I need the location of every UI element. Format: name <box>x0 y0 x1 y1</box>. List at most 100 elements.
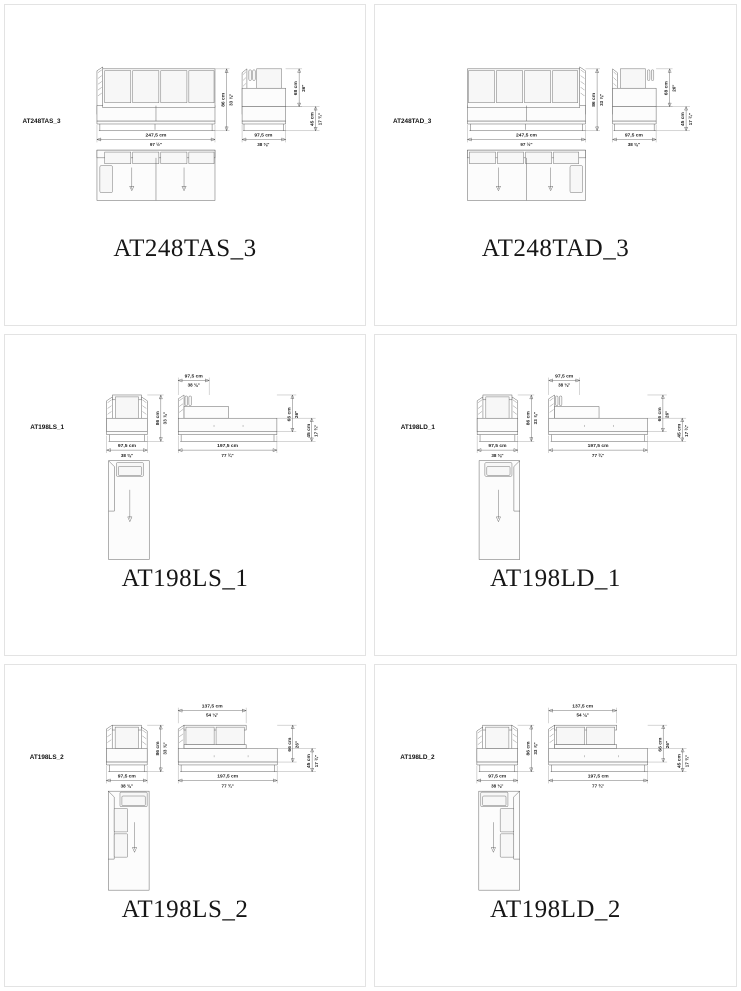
product-code-label: AT198LD_2 <box>400 754 435 761</box>
product-panel-at248tad-3[interactable]: AT248TAD_3 <box>374 4 737 326</box>
height-cm-label: 86 cm <box>525 741 531 756</box>
product-code-label: AT198LD_1 <box>401 424 436 431</box>
dimension-height: 86 cm 33 ⅞" <box>214 68 233 132</box>
top-in-label: 38 ⅜" <box>188 382 200 387</box>
dimension-top: 97,5 cm 38 ⅜" <box>548 374 581 395</box>
product-code-label: AT198LS_1 <box>30 424 64 431</box>
length-cm-label: 197,5 cm <box>588 443 609 449</box>
seat-height-cm-label: 45 cm <box>306 753 312 768</box>
direction-arrow <box>132 822 137 853</box>
dimension-width: 247,5 cm 97 ½" <box>467 124 586 147</box>
dimension-length: 197,5 cm 77 ¾" <box>548 765 649 788</box>
dimension-height: 86 cm 33 ⅞" <box>585 68 604 132</box>
length-in-label: 77 ¾" <box>592 782 604 788</box>
dimension-back-height: 66 cm 26" 45 cm 17 ¾" <box>277 724 319 773</box>
back-height-in-label: 26" <box>665 741 670 748</box>
height-cm-label: 86 cm <box>155 411 161 426</box>
technical-drawing-at198ld-1: AT198LD_1 97,5 cm 38 ⅜" <box>375 335 736 585</box>
back-height-cm-label: 66 cm <box>286 407 292 422</box>
panel-caption: AT198LS_2 <box>121 896 249 924</box>
depth-in-label: 38 ⅜" <box>628 142 640 147</box>
plan-view <box>478 460 520 560</box>
dimension-length: 197,5 cm 77 ¾" <box>548 435 648 458</box>
dimension-depth: 97,5 cm 38 ⅜" <box>612 124 657 147</box>
seat-height-in-label: 17 ¾" <box>683 755 689 767</box>
back-height-in-label: 26" <box>301 85 306 92</box>
width-cm-label: 247,5 cm <box>516 133 537 139</box>
product-code-label: AT248TAS_3 <box>22 118 60 125</box>
seat-height-cm-label: 45 cm <box>306 423 312 438</box>
direction-arrow <box>496 167 501 192</box>
direction-arrow <box>181 167 187 192</box>
dimension-top: 97,5 cm 38 ⅜" <box>177 374 210 395</box>
length-in-label: 77 ¾" <box>221 452 233 458</box>
dimension-back-height: 68 cm 26" 45 cm 17 ¾" <box>285 68 322 132</box>
width-cm-label: 97,5 cm <box>488 443 507 449</box>
top-cm-label: 97,5 cm <box>555 374 574 380</box>
dimension-width: 247,5 cm 97 ½" <box>96 124 216 147</box>
length-in-label: 77 ¾" <box>592 452 604 458</box>
panel-caption: AT198LD_1 <box>490 565 621 593</box>
product-panel-at198ls-1[interactable]: AT198LS_1 97,5 cm 38 ⅜" <box>4 334 366 656</box>
height-in-label: 33 ⅞" <box>163 412 168 424</box>
width-in-label: 97 ½" <box>520 141 532 147</box>
dimension-height: 86 cm 33 ⅞" <box>517 394 538 442</box>
height-cm-label: 86 cm <box>155 741 161 756</box>
width-cm-label: 247,5 cm <box>146 133 167 139</box>
dimension-height: 86 cm 33 ⅞" <box>147 724 168 773</box>
seat-height-in-label: 17 ¾" <box>313 425 319 437</box>
width-in-label: 38 ⅜" <box>121 453 133 458</box>
back-height-in-label: 26" <box>671 85 676 92</box>
direction-arrow <box>496 489 501 523</box>
seat-height-cm-label: 45 cm <box>677 753 683 768</box>
product-panel-at198ld-1[interactable]: AT198LD_1 97,5 cm 38 ⅜" <box>374 334 737 656</box>
dimension-top: 137,5 cm 54 ⅛" <box>177 704 247 724</box>
dimension-width: 97,5 cm 38 ⅜" <box>106 435 148 458</box>
front-elevation <box>476 724 518 772</box>
height-in-label: 33 ⅞" <box>599 94 604 106</box>
product-panel-at198ld-2[interactable]: AT198LD_2 137,5 cm 54 ⅛" <box>374 664 737 987</box>
depth-cm-label: 97,5 cm <box>254 133 273 139</box>
dimension-back-height: 66 cm 26" 45 cm 17 ¾" <box>647 394 689 442</box>
width-cm-label: 97,5 cm <box>488 774 507 780</box>
height-cm-label: 86 cm <box>591 92 597 107</box>
back-height-in-label: 26" <box>294 411 299 418</box>
back-height-in-label: 26" <box>295 741 300 748</box>
direction-arrow <box>127 489 133 523</box>
dimension-back-height: 66 cm 26" 45 cm 17 ¾" <box>276 394 319 442</box>
product-panel-at248tas-3[interactable]: AT248TAS_3 <box>4 4 366 326</box>
product-panel-at198ls-2[interactable]: AT198LS_2 137,5 cm 54 ⅛" <box>4 664 366 987</box>
height-cm-label: 86 cm <box>525 411 531 426</box>
technical-drawing-at198ls-2: AT198LS_2 137,5 cm 54 ⅛" <box>5 665 365 915</box>
dimension-depth: 97,5 cm 38 ⅜" <box>241 124 287 147</box>
top-cm-label: 137,5 cm <box>202 704 223 710</box>
width-in-label: 38 ⅜" <box>121 783 133 788</box>
seat-height-in-label: 17 ¾" <box>687 113 693 125</box>
panel-caption: AT248TAS_3 <box>113 235 257 263</box>
technical-drawing-at198ls-1: AT198LS_1 97,5 cm 38 ⅜" <box>5 335 365 585</box>
top-in-label: 38 ⅜" <box>558 382 570 387</box>
panel-caption: AT248TAD_3 <box>481 235 630 263</box>
seat-height-cm-label: 45 cm <box>310 112 316 127</box>
seat-height-cm-label: 45 cm <box>676 423 682 438</box>
seat-height-cm-label: 45 cm <box>680 112 686 127</box>
plan-view <box>478 790 520 891</box>
plan-view <box>467 149 586 201</box>
height-cm-label: 86 cm <box>221 92 227 107</box>
back-height-cm-label: 66 cm <box>657 407 663 422</box>
width-cm-label: 97,5 cm <box>118 443 137 449</box>
direction-arrow <box>490 822 496 853</box>
back-height-cm-label: 68 cm <box>664 81 670 96</box>
dimension-width: 97,5 cm 38 ⅜" <box>476 435 519 458</box>
dimension-back-height: 68 cm 26" 45 cm 17 ¾" <box>656 68 693 132</box>
product-code-label: AT198LS_2 <box>30 754 64 761</box>
dimension-length: 197,5 cm 77 ¾" <box>177 765 278 788</box>
top-cm-label: 137,5 cm <box>572 704 593 710</box>
technical-drawing-at248tas-3: AT248TAS_3 <box>5 5 365 255</box>
depth-cm-label: 97,5 cm <box>625 133 644 139</box>
dimension-height: 86 cm 33 ⅞" <box>517 724 538 773</box>
front-elevation <box>476 394 518 442</box>
side-elevation <box>548 724 648 772</box>
plan-view <box>108 460 150 560</box>
